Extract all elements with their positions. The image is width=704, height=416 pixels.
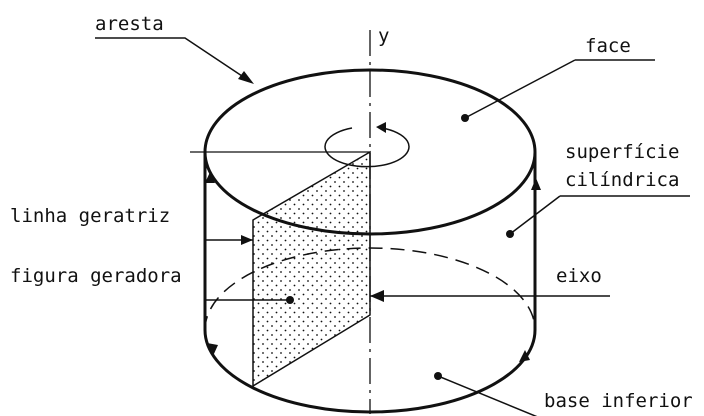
face-leader [464, 59, 655, 119]
generatrix-leader-arrowhead [241, 235, 253, 245]
face-label: face [585, 35, 631, 57]
edge-leader-arrowhead [238, 71, 254, 84]
generating-figure-label: figura geradora [10, 265, 182, 287]
axis-name-label: eixo [556, 265, 602, 287]
rotation-arrow [324, 127, 410, 168]
axis-name-leader-arrowhead [370, 290, 384, 302]
bottom-base-dot [434, 372, 442, 380]
bottom-base-leader [437, 375, 538, 416]
right-bottom-arrow [519, 350, 530, 362]
surface-label-line2: cilíndrica [565, 169, 679, 191]
surface-leader [509, 195, 690, 235]
surface-label-line1: superfície [565, 141, 679, 163]
bottom-base-label: base inferior [544, 390, 693, 412]
left-bottom-arrow [207, 343, 218, 356]
right-top-arrow [531, 178, 541, 190]
rotation-arrowhead [376, 122, 386, 133]
edge-label: aresta [95, 13, 164, 35]
face-leader-dot [461, 114, 469, 122]
axis-letter-label: y [378, 25, 389, 47]
surface-leader-dot [506, 230, 514, 238]
generating-figure-dot [286, 296, 294, 304]
edge-leader [95, 37, 249, 81]
generatrix-label: linha geratriz [10, 205, 170, 227]
generating-figure-area [252, 150, 371, 388]
left-top-arrow [205, 172, 215, 183]
